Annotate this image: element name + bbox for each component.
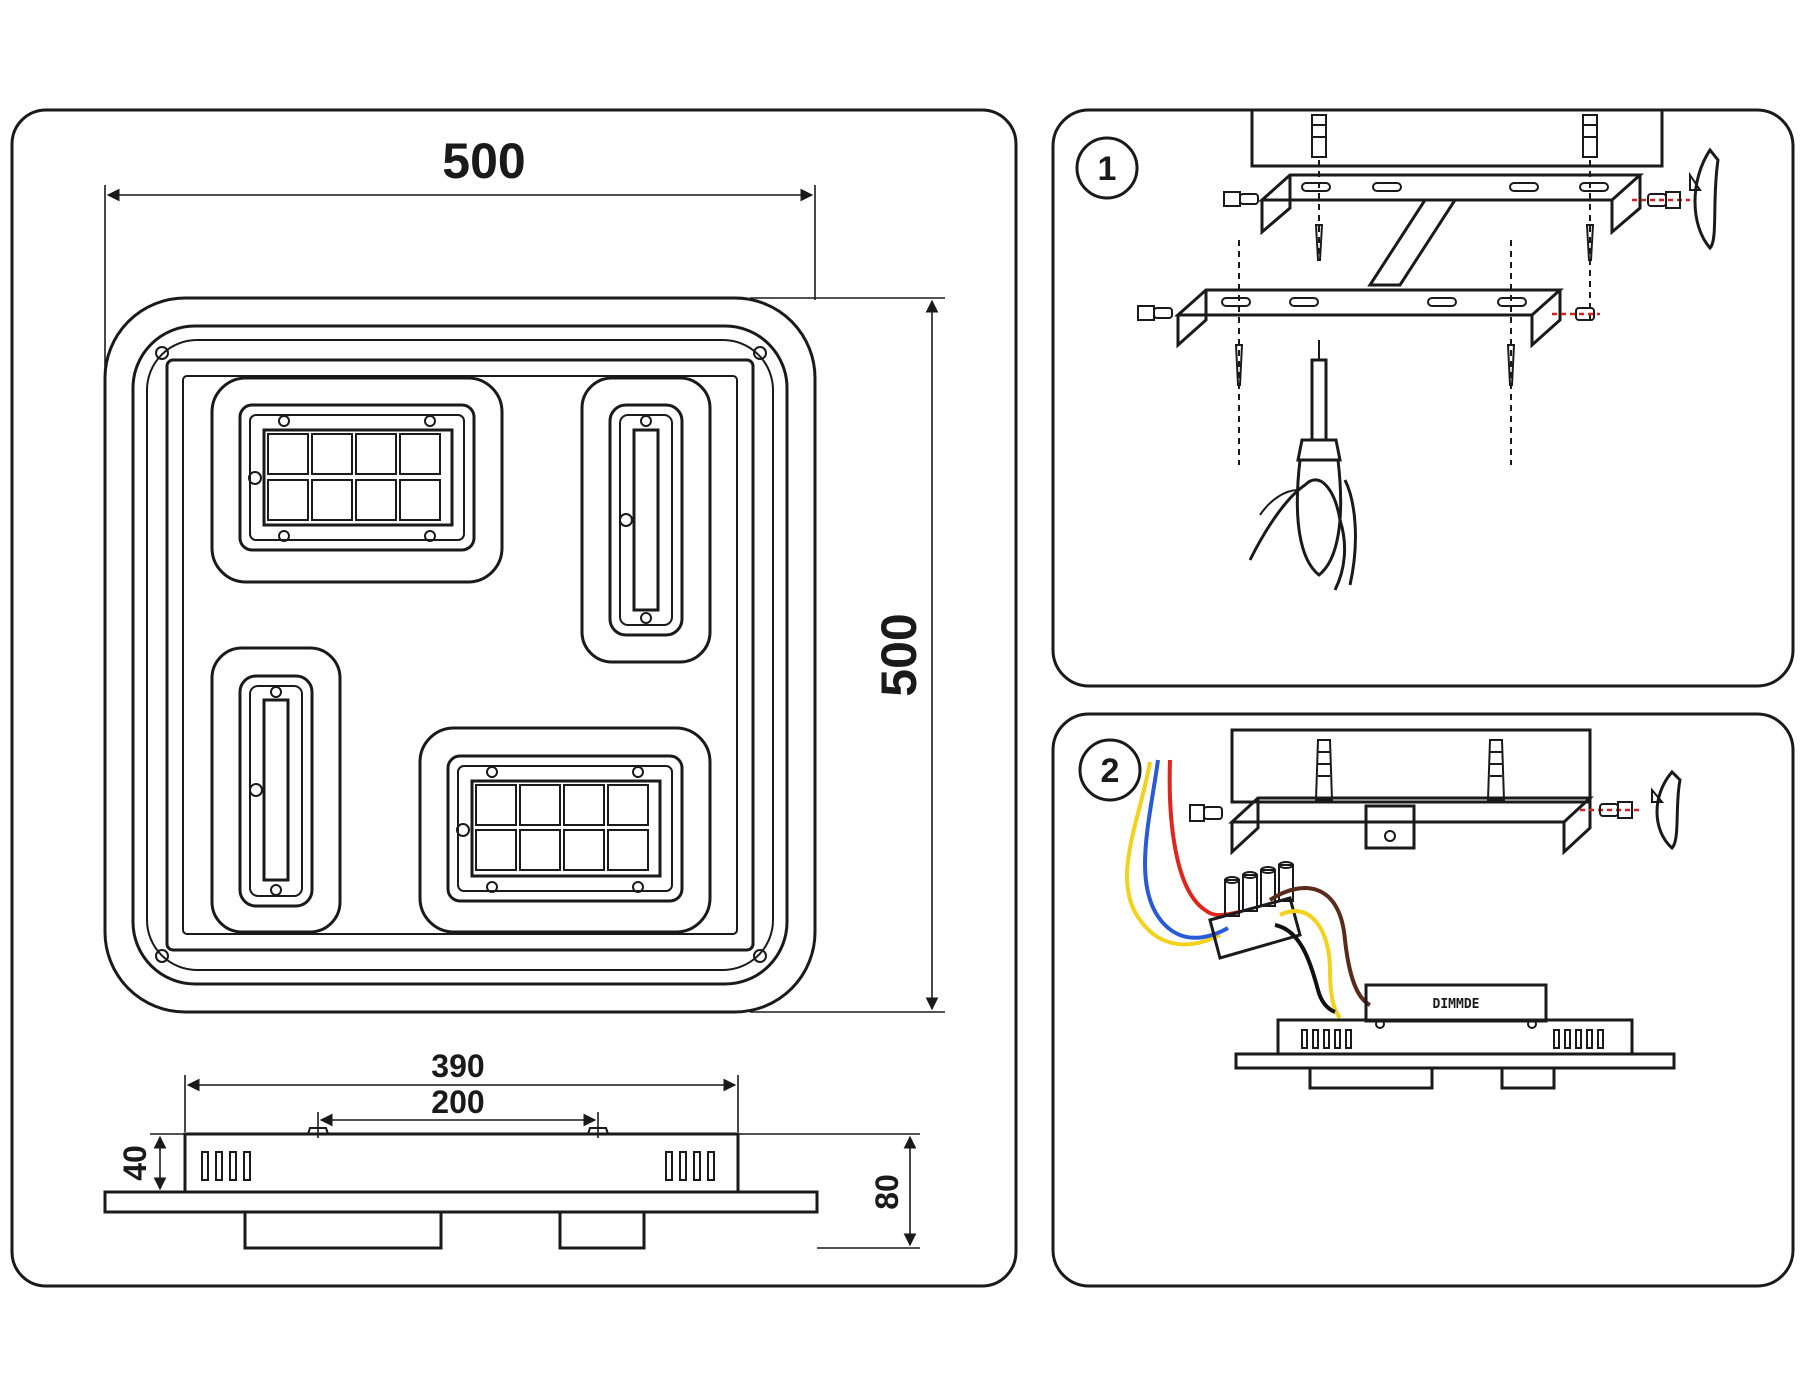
side-screw-right-upper [1647, 191, 1681, 209]
screwdriver-hand-icon [1248, 340, 1357, 591]
lamp-top-view [103, 296, 817, 1014]
lamp-side-view: 390 200 40 [103, 1048, 920, 1250]
mount-bracket [1228, 796, 1594, 856]
screw-icon [1234, 224, 1595, 386]
side-screw-left-upper [1223, 191, 1259, 207]
side-screw-left-lower [1137, 305, 1173, 321]
step2-badge [1078, 738, 1142, 802]
driver-box: DIMMDE [1364, 983, 1548, 1029]
lower-bracket [1174, 288, 1564, 349]
width-dimension: 500 [104, 133, 816, 420]
step2-panel: 2 [1051, 712, 1795, 1288]
upper-bracket [1258, 173, 1644, 236]
led-module-tall-top [580, 376, 712, 664]
height-label: 500 [871, 613, 927, 696]
driver-label: DIMMDE [1433, 997, 1480, 1012]
cap-icon-2 [1655, 769, 1682, 851]
side-screw-right [1599, 801, 1633, 819]
led-module-tall-bottom [210, 646, 342, 934]
inner-width-label: 200 [431, 1084, 484, 1120]
side-screw-left [1189, 804, 1223, 822]
outer-width-label: 390 [431, 1048, 484, 1084]
body-height-label: 40 [117, 1145, 153, 1181]
lamp-body-side [1234, 1018, 1676, 1090]
height-dimension: 500 [750, 297, 945, 1013]
step2-number: 2 [1101, 752, 1120, 790]
driver-wires [1268, 886, 1372, 1020]
total-height-label: 80 [869, 1174, 905, 1210]
terminal-block-icon [1208, 861, 1302, 960]
step1-number: 1 [1098, 150, 1117, 188]
width-label: 500 [442, 133, 525, 189]
side-screw-right-lower [1575, 307, 1595, 321]
step1-panel: 1 [1051, 108, 1795, 688]
dimensions-panel: 500 500 [10, 108, 1018, 1288]
cap-icon [1693, 147, 1720, 251]
led-module-grid-bottom [418, 726, 712, 934]
led-module-grid-top [210, 376, 504, 584]
step1-badge [1075, 136, 1139, 200]
